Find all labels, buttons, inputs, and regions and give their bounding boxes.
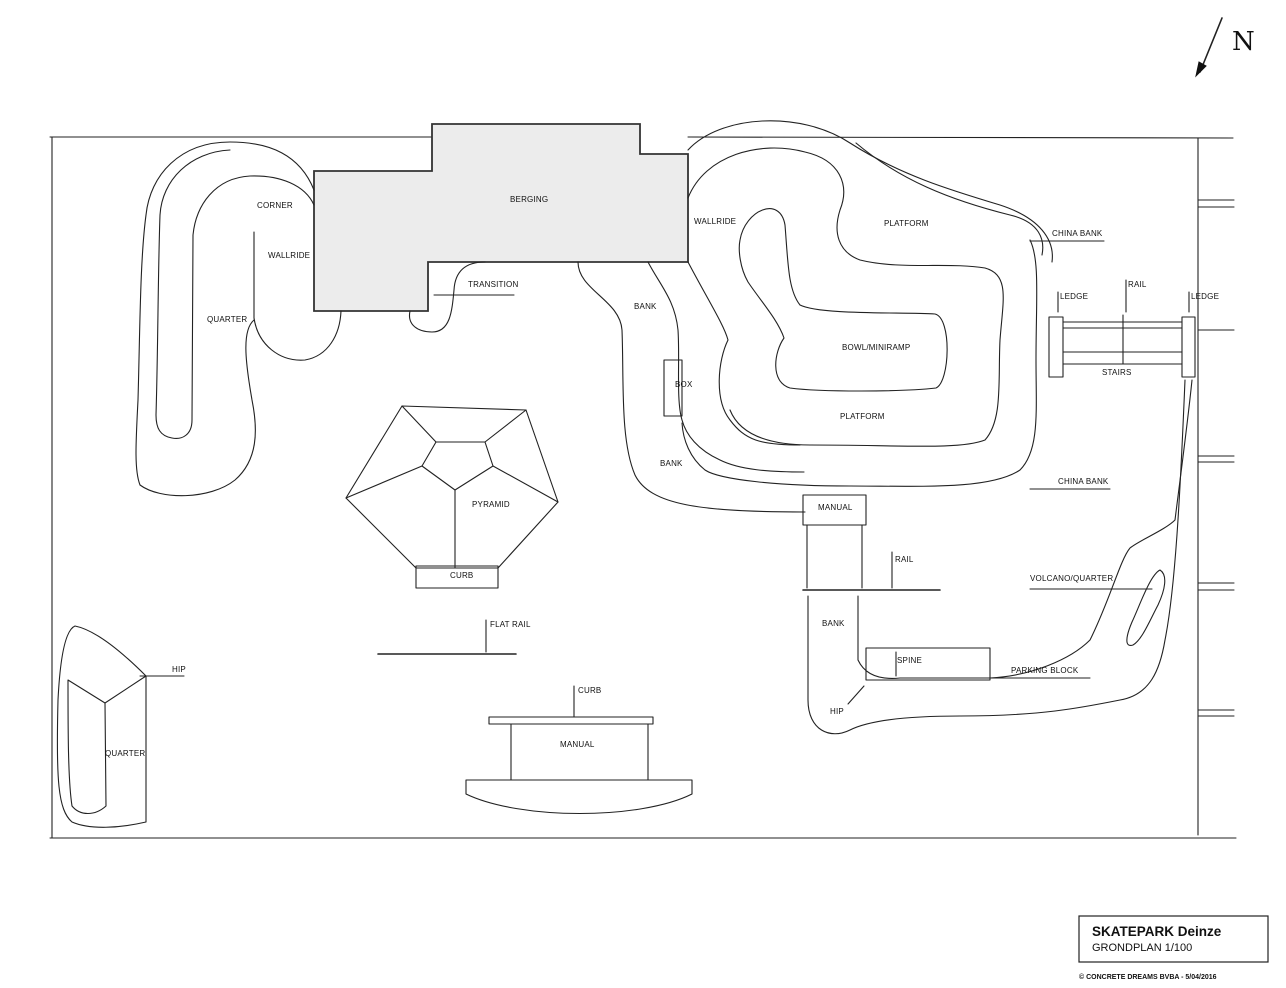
north-arrow: [1195, 17, 1223, 78]
flat-rail-feature: [377, 619, 517, 655]
label-china-bank-top: CHINA BANK: [1052, 229, 1103, 238]
label-wallride-left: WALLRIDE: [268, 251, 310, 260]
label-parking-block: PARKING BLOCK: [1011, 666, 1079, 675]
label-bowl-miniramp: BOWL/MINIRAMP: [842, 343, 910, 352]
label-bank-upper: BANK: [634, 302, 657, 311]
label-ledge-right: LEDGE: [1191, 292, 1219, 301]
label-spine: SPINE: [897, 656, 922, 665]
label-curb-bottom: CURB: [578, 686, 601, 695]
label-platform-bottom: PLATFORM: [840, 412, 885, 421]
label-manual-top: MANUAL: [818, 503, 853, 512]
label-rail-mid: RAIL: [895, 555, 914, 564]
label-transition: TRANSITION: [468, 280, 518, 289]
label-quarter-bottom: QUARTER: [105, 749, 145, 758]
leader-lines: [1029, 240, 1111, 490]
label-box: BOX: [675, 380, 693, 389]
label-quarter-left: QUARTER: [207, 315, 247, 324]
label-hip-right: HIP: [830, 707, 844, 716]
copyright-note: © CONCRETE DREAMS BVBA - 5/04/2016: [1079, 973, 1217, 981]
pyramid-feature: [345, 405, 559, 589]
north-label: N: [1232, 27, 1255, 57]
label-hip-left: HIP: [172, 665, 186, 674]
label-curb-pyramid: CURB: [450, 571, 473, 580]
label-platform-top: PLATFORM: [884, 219, 929, 228]
storage-building: [313, 123, 689, 312]
label-stairs: STAIRS: [1102, 368, 1132, 377]
transition-feature: [408, 261, 515, 333]
left-serpentine-feature: [135, 141, 342, 497]
label-corner: CORNER: [257, 201, 293, 210]
title-block-subtitle: GRONDPLAN 1/100: [1092, 942, 1192, 954]
title-block-title: SKATEPARK Deinze: [1092, 924, 1222, 939]
manual-pad-feature: [465, 685, 693, 815]
bottom-left-hip-quarter: [56, 625, 185, 828]
label-china-bank-bottom: CHINA BANK: [1058, 477, 1109, 486]
label-berging: BERGING: [510, 195, 548, 204]
label-volcano-quarter: VOLCANO/QUARTER: [1030, 574, 1113, 583]
label-bank-right: BANK: [822, 619, 845, 628]
title-block: SKATEPARK Deinze GRONDPLAN 1/100: [1078, 915, 1269, 963]
bowl-miniramp-complex: [577, 120, 1053, 513]
label-manual-bottom: MANUAL: [560, 740, 595, 749]
label-rail-top: RAIL: [1128, 280, 1147, 289]
label-wallride-bowl: WALLRIDE: [694, 217, 736, 226]
label-flat-rail: FLAT RAIL: [490, 620, 531, 629]
label-ledge-left: LEDGE: [1060, 292, 1088, 301]
label-pyramid: PYRAMID: [472, 500, 510, 509]
label-bank-lower: BANK: [660, 459, 683, 468]
right-street-section: [802, 379, 1193, 735]
site-boundary: [49, 136, 1237, 839]
stairs-rail-ledge: [1048, 279, 1196, 378]
